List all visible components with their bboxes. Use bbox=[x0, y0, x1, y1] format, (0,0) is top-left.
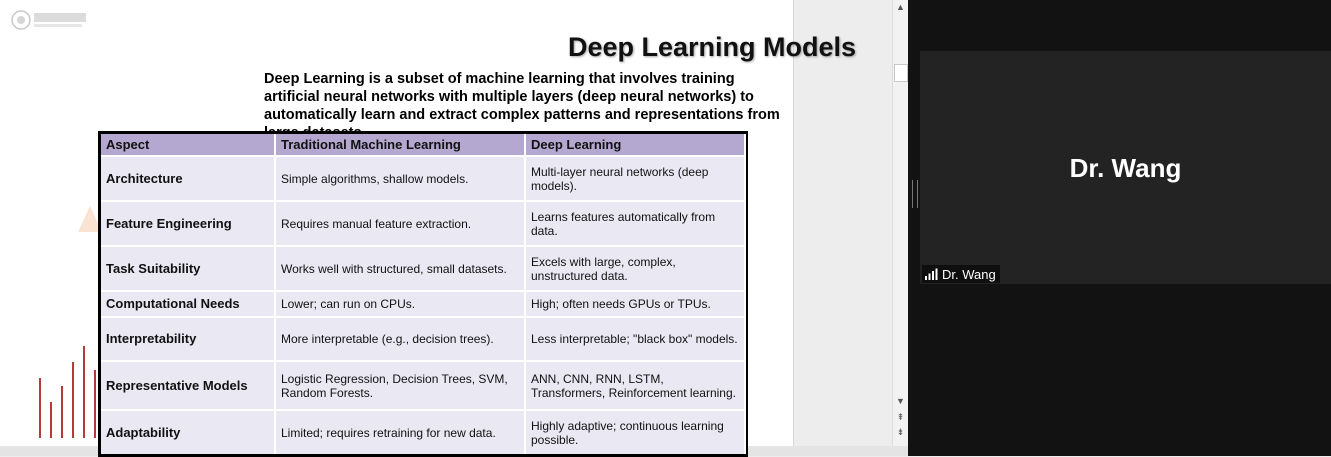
traditional-cell: Works well with structured, small datase… bbox=[275, 245, 526, 291]
aspect-cell: Architecture bbox=[101, 155, 276, 201]
table-row: Representative Models Logistic Regressio… bbox=[101, 360, 746, 410]
deep-learning-cell: Excels with large, complex, unstructured… bbox=[525, 245, 746, 291]
aspect-cell: Task Suitability bbox=[101, 245, 276, 291]
table-header-row: Aspect Traditional Machine Learning Deep… bbox=[101, 134, 746, 156]
table-row: Task Suitability Works well with structu… bbox=[101, 245, 746, 291]
slide-intro-text: Deep Learning is a subset of machine lea… bbox=[264, 71, 780, 141]
signal-bars-icon bbox=[925, 268, 938, 280]
table-row: Architecture Simple algorithms, shallow … bbox=[101, 155, 746, 201]
deep-learning-cell: Multi-layer neural networks (deep models… bbox=[525, 155, 746, 201]
decorative-bars-icon bbox=[39, 346, 96, 438]
traditional-cell: Limited; requires retraining for new dat… bbox=[275, 409, 526, 454]
aspect-cell: Computational Needs bbox=[101, 290, 276, 317]
scroll-up-icon[interactable]: ▲ bbox=[896, 2, 905, 12]
deep-learning-cell: ANN, CNN, RNN, LSTM, Transformers, Reinf… bbox=[525, 360, 746, 410]
table-row: Interpretability More interpretable (e.g… bbox=[101, 316, 746, 361]
deep-learning-cell: Learns features automatically from data. bbox=[525, 200, 746, 246]
next-page-icon[interactable]: ⇟ bbox=[896, 427, 905, 437]
slide-canvas: Deep Learning Models Deep Learning is a … bbox=[0, 0, 856, 457]
traditional-cell: Lower; can run on CPUs. bbox=[275, 290, 526, 317]
university-logo-icon bbox=[11, 10, 86, 30]
participant-label: Dr. Wang bbox=[922, 265, 1000, 283]
traditional-cell: Requires manual feature extraction. bbox=[275, 200, 526, 246]
aspect-cell: Interpretability bbox=[101, 316, 276, 361]
panel-resize-handle[interactable] bbox=[912, 180, 918, 208]
previous-page-icon[interactable]: ⇞ bbox=[896, 412, 905, 422]
table-row: Computational Needs Lower; can run on CP… bbox=[101, 290, 746, 317]
traditional-cell: Logistic Regression, Decision Trees, SVM… bbox=[275, 360, 526, 410]
table-row: Adaptability Limited; requires retrainin… bbox=[101, 409, 746, 454]
table-row: Feature Engineering Requires manual feat… bbox=[101, 200, 746, 246]
aspect-cell: Representative Models bbox=[101, 360, 276, 410]
traditional-cell: Simple algorithms, shallow models. bbox=[275, 155, 526, 201]
aspect-cell: Feature Engineering bbox=[101, 200, 276, 246]
participant-name: Dr. Wang bbox=[1069, 153, 1182, 183]
vertical-scrollbar[interactable]: ▲ ▼ ⇞ ⇟ bbox=[892, 0, 908, 446]
deep-learning-cell: High; often needs GPUs or TPUs. bbox=[525, 290, 746, 317]
deep-learning-cell: Highly adaptive; continuous learning pos… bbox=[525, 409, 746, 454]
comparison-table: Aspect Traditional Machine Learning Deep… bbox=[98, 131, 748, 457]
header-aspect: Aspect bbox=[101, 134, 276, 156]
scroll-down-icon[interactable]: ▼ bbox=[896, 396, 905, 406]
traditional-cell: More interpretable (e.g., decision trees… bbox=[275, 316, 526, 361]
participant-video-tile[interactable]: Dr. Wang Dr. Wang bbox=[920, 51, 1331, 284]
participant-label-text: Dr. Wang bbox=[942, 266, 996, 282]
slide-title: Deep Learning Models bbox=[568, 32, 857, 62]
scroll-thumb[interactable] bbox=[894, 64, 908, 82]
header-deep-learning: Deep Learning bbox=[525, 134, 746, 156]
deep-learning-cell: Less interpretable; "black box" models. bbox=[525, 316, 746, 361]
aspect-cell: Adaptability bbox=[101, 409, 276, 454]
header-traditional-ml: Traditional Machine Learning bbox=[275, 134, 526, 156]
